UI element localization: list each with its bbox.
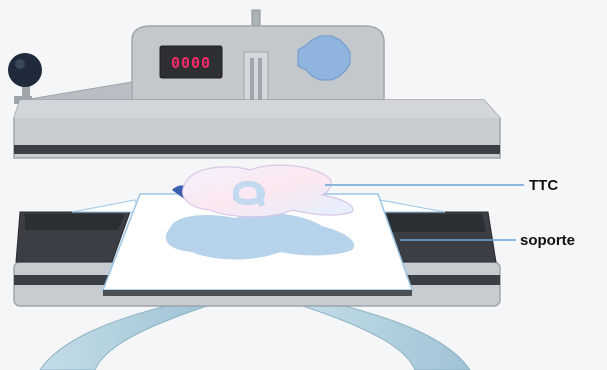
- callout-ttc: TTC: [325, 177, 558, 194]
- temperature-display: 0000: [160, 46, 222, 78]
- display-value: 0000: [171, 54, 211, 72]
- knob-icon[interactable]: [8, 53, 42, 87]
- label-ttc: TTC: [529, 177, 558, 194]
- label-soporte: soporte: [520, 232, 575, 249]
- press-head: [14, 10, 500, 158]
- press-base-legs: [40, 305, 470, 370]
